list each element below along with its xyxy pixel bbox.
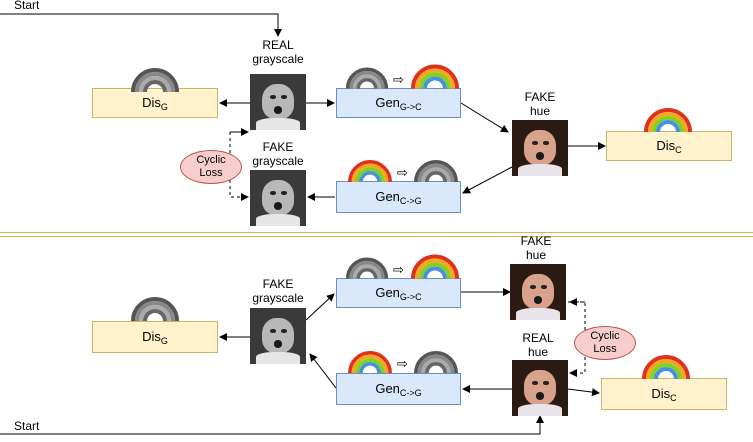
rainbow-icon — [348, 160, 392, 182]
color-photo-icon — [510, 264, 566, 320]
cyclic-line-2: Loss — [593, 343, 617, 355]
transform-arrow-icon: ⇨ — [393, 262, 404, 277]
label-line-2: grayscale — [252, 291, 304, 305]
panel-separator-2 — [0, 236, 753, 237]
start-arrow-bottom — [0, 415, 544, 435]
fake-hue-label: FAKE hue — [506, 234, 566, 262]
label-line-2: hue — [525, 248, 547, 262]
label-line-1: FAKE — [262, 140, 294, 154]
dis-g-box-top: DisG — [92, 88, 218, 118]
grayscale-photo-icon — [250, 74, 306, 130]
label-line-2: hue — [529, 104, 551, 118]
gen-c-to-g-text: GenC->G — [375, 380, 422, 398]
dis-g-box-bottom: DisG — [92, 321, 218, 353]
gen-c-to-g-box-top: GenC->G — [336, 181, 461, 213]
cyclic-line-1: Cyclic — [196, 154, 226, 166]
grayscale-rainbow-icon — [414, 160, 458, 182]
label-line-1: REAL — [262, 38, 294, 52]
rainbow-icon — [644, 108, 692, 132]
rainbow-icon — [348, 351, 392, 373]
transform-arrow-icon: ⇨ — [397, 356, 408, 371]
gen-g-to-c-text: GenG->C — [375, 284, 422, 302]
fake-grayscale-label: FAKE grayscale — [248, 140, 308, 168]
real-grayscale-label: REAL grayscale — [248, 38, 308, 66]
fake-grayscale-label: FAKE grayscale — [248, 277, 308, 305]
transform-arrow-icon: ⇨ — [397, 165, 408, 180]
color-photo-icon — [512, 120, 568, 176]
label-line-1: REAL — [522, 331, 554, 345]
transform-arrow-icon: ⇨ — [393, 72, 404, 87]
rainbow-icon — [411, 64, 459, 89]
dis-g-text: DisG — [142, 328, 168, 346]
dis-c-box-top: DisC — [606, 131, 732, 161]
label-line-1: FAKE — [262, 277, 294, 291]
grayscale-rainbow-icon — [414, 351, 458, 373]
arrow-gen-gc-to-fake-hue — [460, 102, 509, 133]
rainbow-icon — [411, 254, 459, 279]
arrow-gen-cg-to-fake-gray — [309, 353, 337, 389]
label-line-2: grayscale — [252, 154, 304, 168]
grayscale-rainbow-icon — [345, 67, 389, 89]
start-arrow-top — [0, 13, 282, 37]
grayscale-rainbow-icon — [131, 297, 179, 321]
grayscale-rainbow-icon — [345, 257, 389, 279]
start-label-top: Start — [14, 0, 40, 12]
gen-c-to-g-text: GenC->G — [375, 188, 422, 206]
start-label-bottom: Start — [14, 419, 40, 433]
color-photo-icon — [512, 360, 568, 416]
dis-c-text: DisC — [651, 385, 677, 403]
dis-g-text: DisG — [142, 94, 168, 112]
grayscale-photo-icon — [250, 308, 306, 364]
label-line-1: FAKE — [520, 234, 552, 248]
arrow-fake-hue-to-gen-cg — [462, 166, 513, 194]
gen-g-to-c-box-bottom: GenG->C — [336, 278, 461, 308]
panel-separator — [0, 232, 753, 233]
dis-c-text: DisC — [656, 137, 682, 155]
cyclic-line-2: Loss — [199, 167, 223, 179]
gen-c-to-g-box-bottom: GenC->G — [336, 373, 461, 405]
arrow-fake-gray-to-gen-gc — [305, 293, 335, 321]
rainbow-icon — [642, 355, 690, 379]
label-line-1: FAKE — [524, 90, 556, 104]
grayscale-photo-icon — [250, 170, 306, 226]
grayscale-rainbow-icon — [131, 68, 179, 92]
label-line-2: hue — [527, 345, 549, 359]
gen-g-to-c-text: GenG->C — [375, 94, 422, 112]
gen-g-to-c-box-top: GenG->C — [336, 88, 461, 118]
cyclic-line-1: Cyclic — [590, 330, 620, 342]
arrow-real-hue-to-disc — [567, 388, 600, 397]
dis-c-box-bottom: DisC — [601, 378, 727, 410]
label-line-2: grayscale — [252, 52, 304, 66]
fake-hue-label: FAKE hue — [510, 90, 570, 118]
real-hue-label: REAL hue — [508, 331, 568, 359]
